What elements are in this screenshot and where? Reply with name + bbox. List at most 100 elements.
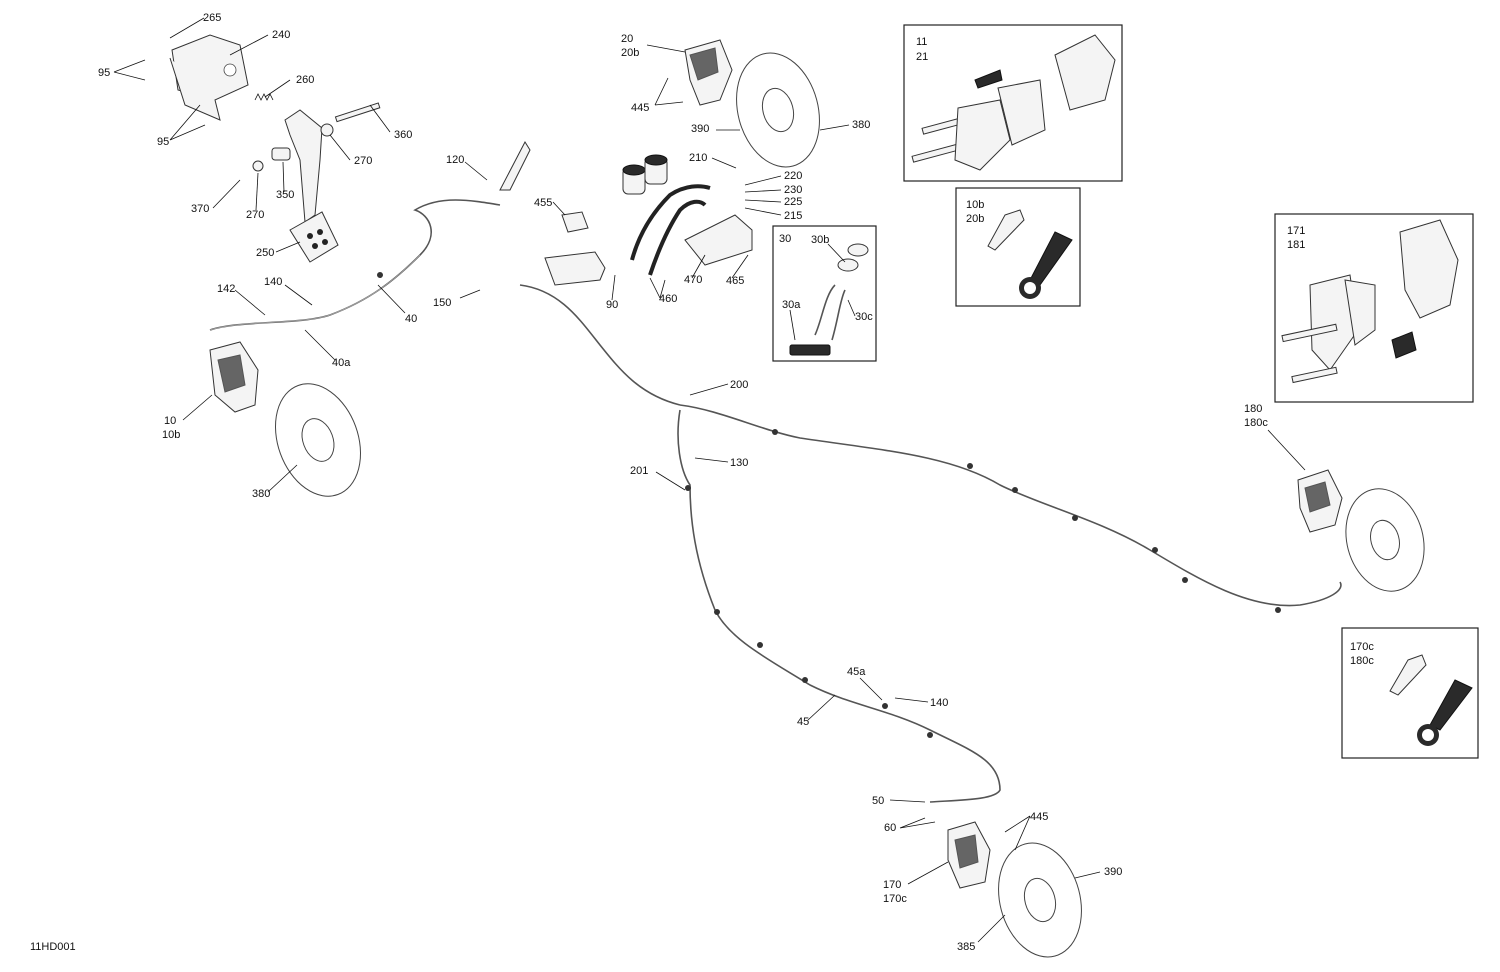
inset-front-pads-label-1: 11 [916,36,927,48]
front-left-caliper-icon [209,341,259,413]
callout-30a: 30a [782,299,801,311]
brake-pedal-icon [284,109,339,263]
switch-lever-icon [499,140,531,191]
callout-142: 142 [217,283,235,295]
callout-445-rear: 445 [1030,811,1048,823]
inset-front-bleeder: 10b 20b [955,187,1081,307]
callout-215: 215 [784,210,802,222]
rear-left-caliper-icon [947,821,991,889]
inset-rear-pads-label-1: 171 [1287,225,1305,237]
callout-45a: 45a [847,666,866,678]
inset-front-bleeder-label-1: 10b [966,199,984,211]
callout-150: 150 [433,297,451,309]
callout-260: 260 [296,74,314,86]
rear-right-disc-icon [1345,488,1425,592]
inset-front-pads-label-2: 21 [916,51,928,63]
callout-445-front: 445 [631,102,649,114]
callout-140-front: 140 [264,276,282,288]
callout-360: 360 [394,129,412,141]
bleeder-screw-icon [1389,654,1427,696]
callout-10b: 10b [162,429,180,441]
callout-455: 455 [534,197,552,209]
inset-front-bleeder-label-2: 20b [966,213,984,225]
inset-master-cylinder-label: 30 [779,233,791,245]
callout-95-bottom: 95 [157,136,169,148]
callout-90: 90 [606,299,618,311]
bushing-icon [252,123,334,172]
callout-40: 40 [405,313,417,325]
callout-380-right: 380 [852,119,870,131]
callout-labels: 265 240 95 95 260 360 270 370 270 350 25… [98,12,1268,953]
inset-rear-pads: 171 181 [1274,213,1474,403]
inset-rear-bleeder-label-2: 180c [1350,655,1374,667]
callout-265: 265 [203,12,221,24]
callout-460: 460 [659,293,677,305]
callout-20: 20 [621,33,633,45]
reservoir-icon [837,243,869,272]
callout-225: 225 [784,196,802,208]
callout-20b: 20b [621,47,639,59]
callout-270-top: 270 [354,155,372,167]
brake-caliper-icon [1399,219,1459,319]
callout-390-front: 390 [691,123,709,135]
callout-465: 465 [726,275,744,287]
callout-220: 220 [784,170,802,182]
callout-380-left: 380 [252,488,270,500]
master-cylinder-icon [789,344,831,356]
callout-210: 210 [689,152,707,164]
bleeder-screw-icon [987,209,1025,251]
callout-130: 130 [730,457,748,469]
pad-pin-icon [1281,323,1338,384]
callout-180c: 180c [1244,417,1268,429]
callout-10: 10 [164,415,176,427]
inset-front-pads: 11 21 [903,24,1123,182]
brake-pad-icon [1309,274,1417,371]
callout-250: 250 [256,247,274,259]
callout-350: 350 [276,189,294,201]
front-right-caliper-icon [684,39,733,106]
callout-45: 45 [797,716,809,728]
callout-170: 170 [883,879,901,891]
callout-30b: 30b [811,234,829,246]
bleeder-cap-icon [1417,679,1473,746]
front-right-disc-icon [736,52,820,168]
callout-240: 240 [272,29,290,41]
drawing-code: 11HD001 [30,941,76,953]
callout-95-top: 95 [98,67,110,79]
callout-370: 370 [191,203,209,215]
reservoir-icon [622,154,668,195]
proportioning-valve-icon [561,211,589,233]
inset-rear-bleeder-label-1: 170c [1350,641,1374,653]
callout-40a: 40a [332,357,351,369]
brake-lines [209,199,1342,803]
bleeder-cap-icon [1019,231,1073,299]
leader-lines [113,17,1306,943]
master-cylinder-icon [544,251,606,286]
callout-30c: 30c [855,311,873,323]
callout-140-rear: 140 [930,697,948,709]
callout-270-bottom: 270 [246,209,264,221]
callout-230: 230 [784,184,802,196]
callout-385: 385 [957,941,975,953]
callout-200: 200 [730,379,748,391]
front-left-disc-icon [274,383,362,497]
rear-left-disc-icon [998,842,1082,958]
spring-icon [254,93,274,101]
inset-rear-bleeder: 170c 180c [1341,627,1479,759]
callout-170c: 170c [883,893,907,905]
rear-right-caliper-icon [1297,469,1343,533]
callout-120: 120 [446,154,464,166]
callout-60: 60 [884,822,896,834]
callout-50: 50 [872,795,884,807]
pedal-bracket-icon [169,34,249,121]
callout-180: 180 [1244,403,1262,415]
inset-rear-pads-label-2: 181 [1287,239,1305,251]
inset-master-cylinder: 30 [772,225,877,362]
reservoir-hose-icon [630,184,711,276]
mounting-bracket-icon [684,214,753,266]
pivot-bolt-icon [334,102,381,123]
brake-pad-icon [954,34,1116,171]
callout-390-rear: 390 [1104,866,1122,878]
callout-470: 470 [684,274,702,286]
